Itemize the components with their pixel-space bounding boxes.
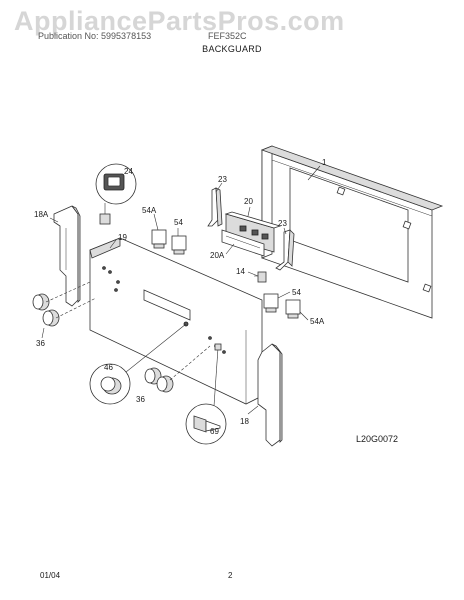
- part-18-right-end-cap[interactable]: [257, 343, 283, 447]
- footer-page-number: 2: [228, 571, 233, 580]
- part-20-control-board[interactable]: [224, 211, 282, 253]
- diagram-code: L20G0072: [356, 434, 399, 444]
- callout-24: 24: [124, 167, 133, 176]
- callout-14: 14: [236, 267, 245, 276]
- part-69-screw[interactable]: [185, 343, 227, 445]
- leader-1: [307, 165, 321, 181]
- callout-23-upper: 23: [218, 175, 227, 184]
- callout-23-lower: 23: [278, 219, 287, 228]
- part-54a-right-switch[interactable]: [285, 299, 301, 319]
- leader-36-left: [41, 327, 45, 339]
- leader-23a: [215, 182, 223, 193]
- leader-36-left-b: [55, 297, 97, 319]
- callout-18: 18: [240, 417, 249, 426]
- part-23-upper-bracket[interactable]: [207, 187, 223, 227]
- callout-1: 1: [322, 158, 327, 167]
- part-36-left-knobs[interactable]: [32, 293, 60, 327]
- part-14-clip[interactable]: [254, 271, 267, 283]
- part-24-rocker-switch[interactable]: [95, 163, 137, 225]
- leader-36-left-a: [45, 281, 91, 303]
- part-18a-left-end-cap[interactable]: [53, 205, 81, 307]
- leader-20a: [225, 243, 235, 255]
- footer-date: 01/04: [40, 571, 61, 580]
- callout-20a: 20A: [210, 251, 225, 260]
- callout-54-right: 54: [292, 288, 301, 297]
- callout-54a-left: 54A: [142, 206, 157, 215]
- leader-54a-left: [153, 213, 159, 231]
- callout-46: 46: [104, 363, 113, 372]
- leader-18: [247, 405, 259, 415]
- callout-36-center: 36: [136, 395, 145, 404]
- leader-19: [109, 239, 117, 249]
- part-1-rear-panel[interactable]: [260, 145, 444, 319]
- part-54a-left-switch[interactable]: [151, 229, 167, 249]
- leader-54a-right: [299, 311, 309, 321]
- watermark: AppliancePartsPros.com: [14, 6, 345, 36]
- callout-69: 69: [210, 427, 219, 436]
- part-19-control-panel[interactable]: [89, 237, 263, 405]
- callout-36-left: 36: [36, 339, 45, 348]
- leader-14: [247, 271, 259, 277]
- part-36-center-knobs[interactable]: [144, 367, 174, 393]
- callout-18a: 18A: [34, 210, 49, 219]
- callout-19: 19: [118, 233, 127, 242]
- callout-54-left: 54: [174, 218, 183, 227]
- callout-20: 20: [244, 197, 253, 206]
- model-label: FEF352C: [208, 31, 247, 41]
- publication-label: Publication No: 5995378153: [38, 31, 152, 41]
- part-54-left-switch[interactable]: [171, 235, 187, 255]
- part-20a-overlay[interactable]: [221, 229, 265, 257]
- leader-18a: [49, 217, 59, 223]
- leader-23b: [283, 227, 287, 235]
- part-54-right-switch[interactable]: [263, 293, 279, 313]
- part-23-lower-bracket[interactable]: [275, 229, 295, 271]
- part-46-knob[interactable]: [89, 323, 187, 405]
- callout-54a-right: 54A: [310, 317, 325, 326]
- section-title: BACKGUARD: [202, 44, 262, 54]
- leader-54-right: [277, 291, 291, 299]
- leader-20: [247, 206, 251, 217]
- leader-36-center: [169, 345, 211, 381]
